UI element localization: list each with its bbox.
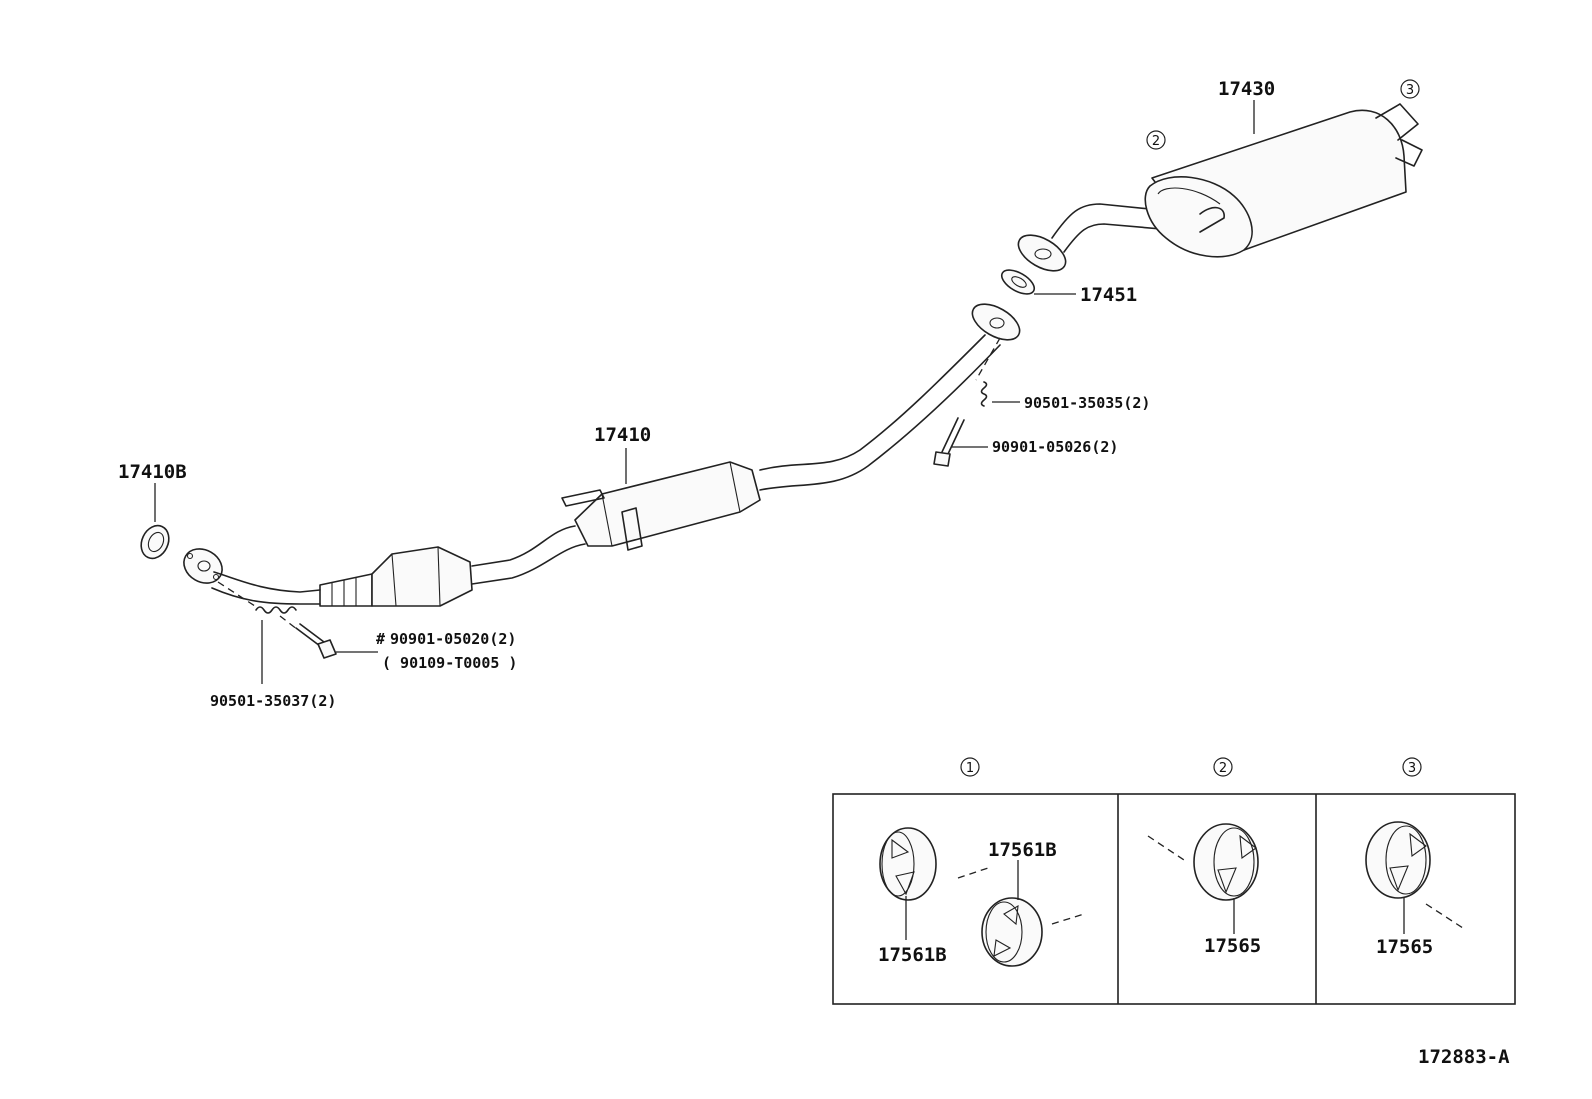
callout-3-detail: 3 bbox=[1402, 757, 1422, 777]
front-flange-bolt bbox=[295, 623, 337, 659]
hanger-rod-1b bbox=[1051, 913, 1085, 925]
svg-text:3: 3 bbox=[1408, 761, 1416, 776]
label-17410b: 17410B bbox=[118, 461, 187, 483]
label-90109-t0005: ( 90109-T0005 ) bbox=[382, 654, 517, 672]
svg-text:3: 3 bbox=[1406, 83, 1414, 98]
front-pipe-gasket-ring bbox=[140, 524, 170, 560]
callout-1-detail: 1 bbox=[960, 757, 980, 777]
label-17561b-right: 17561B bbox=[988, 839, 1057, 861]
label-17565-center: 17565 bbox=[1204, 935, 1261, 957]
label-17430: 17430 bbox=[1218, 78, 1275, 100]
front-bolt-axis-2 bbox=[279, 615, 299, 631]
label-90501-35037: 90501-35037(2) bbox=[210, 692, 336, 710]
callout-3-main: 3 bbox=[1400, 79, 1420, 99]
label-17565-right: 17565 bbox=[1376, 936, 1433, 958]
svg-text:2: 2 bbox=[1219, 761, 1227, 776]
callout-2-detail: 2 bbox=[1213, 757, 1233, 777]
svg-text:1: 1 bbox=[966, 761, 974, 776]
rubber-hanger-17561b-left bbox=[879, 827, 937, 901]
diagram-code: 172883-A bbox=[1418, 1046, 1510, 1068]
label-bolt-mark: # bbox=[376, 630, 385, 648]
hanger-rod-3 bbox=[1425, 903, 1467, 931]
callout-2-main: 2 bbox=[1146, 130, 1166, 150]
label-90501-35035: 90501-35035(2) bbox=[1024, 394, 1150, 412]
tail-pipe-muffler bbox=[1017, 103, 1423, 272]
label-17561b-left: 17561B bbox=[878, 944, 947, 966]
front-bolt-axis bbox=[217, 581, 259, 609]
label-90901-05020: 90901-05020(2) bbox=[390, 630, 516, 648]
label-17451: 17451 bbox=[1080, 284, 1137, 306]
exhaust-gasket-17451 bbox=[1000, 269, 1036, 295]
rubber-hanger-17561b-right bbox=[981, 897, 1043, 967]
rear-flange-bolt bbox=[933, 417, 965, 467]
hanger-detail-box bbox=[832, 793, 1516, 1005]
hanger-rod-1a bbox=[957, 867, 989, 879]
label-17410: 17410 bbox=[594, 424, 651, 446]
label-90901-05026: 90901-05026(2) bbox=[992, 438, 1118, 456]
front-exhaust-pipe bbox=[183, 303, 1021, 607]
svg-text:2: 2 bbox=[1152, 134, 1160, 149]
front-flange-spring bbox=[255, 606, 297, 614]
rubber-hanger-17565-right bbox=[1365, 821, 1431, 899]
hanger-rod-2 bbox=[1147, 835, 1185, 861]
rubber-hanger-17565-center bbox=[1193, 823, 1259, 901]
rear-flange-spring bbox=[980, 381, 988, 407]
rear-bolt-axis bbox=[975, 337, 1001, 381]
